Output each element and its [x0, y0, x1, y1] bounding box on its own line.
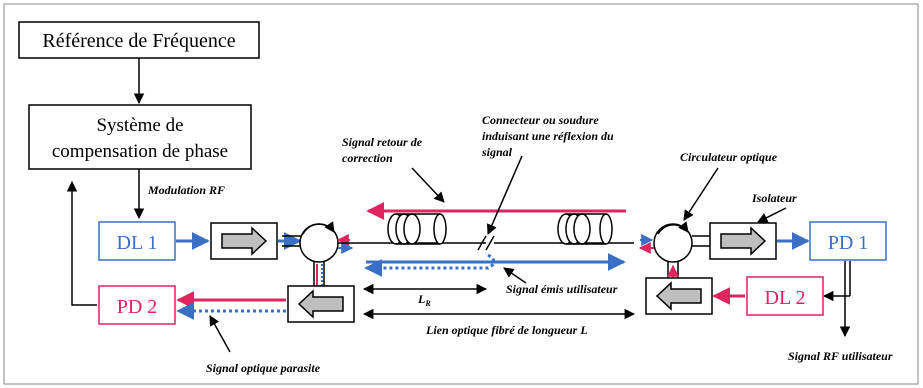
right-arrow-icon [221, 226, 268, 256]
parasitic-signal-label: Signal optique parasite [206, 361, 321, 375]
isolator-label: Isolateur [751, 191, 797, 205]
rf-user-signal-label: Signal RF utilisateur [788, 349, 893, 363]
isolator-right-bottom [645, 277, 713, 315]
isolator-left-top [210, 222, 278, 260]
right-arrow-icon [720, 226, 767, 256]
frequency-reference-label: Référence de Fréquence [42, 30, 235, 52]
emitted-signal-pointer [503, 267, 527, 284]
return-signal-label-1: Signal retour de [342, 135, 423, 149]
left-arrow-icon [655, 281, 702, 311]
pd2-block: PD 2 [98, 285, 176, 325]
pd1-block: PD 1 [809, 221, 887, 261]
circulator-icon [653, 223, 693, 263]
pd2-label: PD 2 [117, 296, 158, 318]
circulator-left [282, 221, 339, 288]
connector-mark [477, 235, 487, 251]
isolator-left-bottom [287, 285, 355, 323]
lr-label: LR [417, 292, 431, 308]
circulator-label: Circulateur optique [680, 150, 778, 164]
circulator-right [653, 221, 710, 290]
dl2-label: DL 2 [765, 287, 806, 309]
outer-frame [3, 3, 919, 385]
reflection-arrow [364, 253, 496, 277]
connector-label-3: signal [481, 145, 513, 159]
fiber-link [338, 213, 634, 251]
connector-pointer [486, 155, 523, 235]
emitted-signal-label: Signal émis utilisateur [506, 282, 618, 296]
circulator-pointer [683, 167, 719, 221]
fiber-spool-left [387, 213, 447, 245]
return-signal-pointer [411, 167, 445, 203]
return-signal-label-2: correction [342, 151, 393, 165]
phase-compensation-label-1: Système de [96, 115, 183, 136]
isolator-right-top [709, 222, 777, 260]
phase-compensation-label-2: compensation de phase [52, 141, 228, 162]
left-arrow-icon [297, 289, 344, 319]
rf-modulation-label: Modulation RF [147, 183, 225, 197]
dl2-block: DL 2 [746, 276, 824, 316]
parasitic-pointer [209, 315, 231, 353]
connector-label-2: induisant une réflexion du [482, 129, 614, 143]
frequency-reference-block: Référence de Fréquence [18, 21, 260, 59]
dl1-label: DL 1 [117, 232, 158, 254]
isolator-pointer [757, 207, 787, 223]
fiber-link-label: Lien optique fibré de longueur L [425, 323, 588, 337]
pd1-label: PD 1 [828, 232, 869, 254]
connector-label-1: Connecteur ou soudure [482, 113, 599, 127]
phase-compensation-block: Système de compensation de phase [28, 104, 252, 170]
fiber-spool-right [557, 213, 613, 245]
dl1-block: DL 1 [98, 221, 176, 261]
pd2-feedback-arrow [66, 180, 97, 306]
